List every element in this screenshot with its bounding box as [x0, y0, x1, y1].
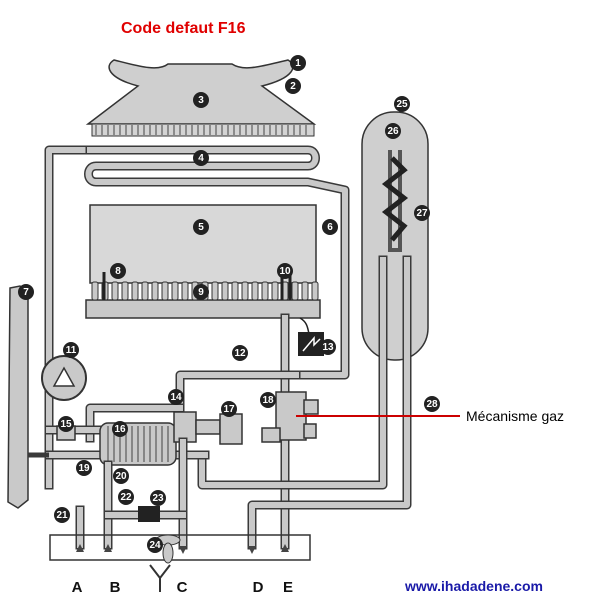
svg-text:4: 4 — [198, 153, 204, 164]
svg-text:11: 11 — [66, 345, 77, 356]
svg-text:23: 23 — [152, 493, 164, 504]
svg-text:1: 1 — [295, 58, 301, 69]
marker-10: 10 — [277, 263, 293, 279]
radiator — [7, 285, 29, 509]
marker-9: 9 — [193, 284, 209, 300]
marker-11: 11 — [63, 342, 79, 358]
marker-12: 12 — [232, 345, 248, 361]
connection-plate — [49, 534, 311, 561]
port-label-b: B — [110, 579, 121, 596]
heat-exchanger-fins — [91, 123, 315, 137]
website-url: www.ihadadene.com — [404, 578, 543, 594]
svg-text:10: 10 — [279, 266, 291, 277]
marker-19: 19 — [76, 460, 92, 476]
marker-24: 24 — [147, 537, 163, 553]
marker-23: 23 — [150, 490, 166, 506]
port-label-c: C — [177, 579, 188, 596]
marker-22: 22 — [118, 489, 134, 505]
svg-text:22: 22 — [120, 492, 132, 503]
svg-text:9: 9 — [198, 287, 204, 298]
marker-1: 1 — [290, 55, 306, 71]
svg-text:21: 21 — [56, 510, 68, 521]
svg-text:5: 5 — [198, 222, 204, 233]
svg-text:27: 27 — [416, 208, 428, 219]
marker-3: 3 — [193, 92, 209, 108]
marker-27: 27 — [414, 205, 430, 221]
svg-text:20: 20 — [115, 471, 127, 482]
port-label-a: A — [72, 579, 83, 596]
marker-2: 2 — [285, 78, 301, 94]
drain-symbol — [149, 564, 171, 592]
ignition-module — [298, 332, 324, 356]
vessel-coil — [381, 150, 409, 252]
svg-text:8: 8 — [115, 266, 121, 277]
marker-8: 8 — [110, 263, 126, 279]
port-arrows — [76, 544, 289, 554]
marker-13: 13 — [320, 339, 336, 355]
svg-text:7: 7 — [23, 287, 29, 298]
svg-text:26: 26 — [387, 126, 399, 137]
port-label-d: D — [253, 579, 264, 596]
svg-text:17: 17 — [223, 404, 235, 415]
svg-text:2: 2 — [290, 81, 296, 92]
heat-exchanger-coil — [84, 145, 350, 380]
marker-17: 17 — [221, 401, 237, 417]
svg-text:15: 15 — [60, 419, 72, 430]
svg-text:19: 19 — [78, 463, 90, 474]
svg-text:6: 6 — [327, 222, 333, 233]
bypass-valve — [138, 506, 160, 522]
marker-16: 16 — [112, 421, 128, 437]
diverter-valve — [173, 411, 243, 445]
gas-mechanism-label: Mécanisme gaz — [466, 408, 564, 424]
svg-text:28: 28 — [426, 399, 438, 410]
burner — [85, 281, 321, 319]
marker-21: 21 — [54, 507, 70, 523]
plate-heat-exchanger — [99, 422, 177, 466]
svg-text:25: 25 — [396, 99, 408, 110]
svg-text:3: 3 — [198, 95, 204, 106]
marker-28: 28 — [424, 396, 440, 412]
marker-26: 26 — [385, 123, 401, 139]
port-label-e: E — [283, 579, 293, 596]
svg-text:16: 16 — [114, 424, 126, 435]
svg-text:24: 24 — [149, 540, 161, 551]
marker-15: 15 — [58, 416, 74, 432]
marker-14: 14 — [168, 389, 184, 405]
svg-text:14: 14 — [170, 392, 182, 403]
marker-6: 6 — [322, 219, 338, 235]
marker-4: 4 — [193, 150, 209, 166]
diagram-title: Code defaut F16 — [121, 20, 246, 37]
marker-7: 7 — [18, 284, 34, 300]
marker-5: 5 — [193, 219, 209, 235]
marker-20: 20 — [113, 468, 129, 484]
marker-18: 18 — [260, 392, 276, 408]
svg-text:13: 13 — [322, 342, 334, 353]
svg-text:12: 12 — [234, 348, 246, 359]
circulation-pump — [41, 355, 87, 401]
svg-text:18: 18 — [262, 395, 274, 406]
marker-25: 25 — [394, 96, 410, 112]
